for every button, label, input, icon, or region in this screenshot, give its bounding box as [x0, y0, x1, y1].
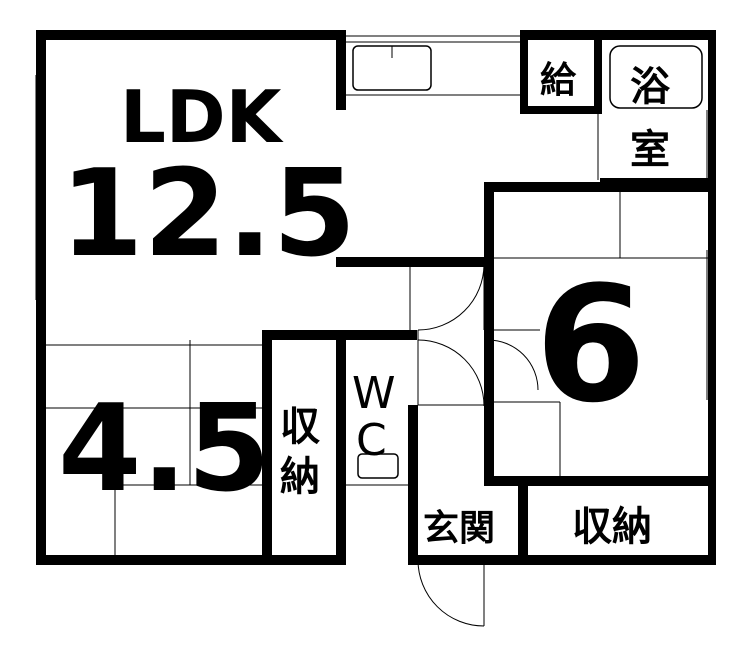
door-swings	[417, 264, 539, 627]
ldk-label: LDK	[120, 75, 284, 159]
storage-left-label-top: 収	[280, 404, 320, 450]
room-45-size: 4.5	[58, 380, 271, 519]
entrance-label: 玄関	[423, 508, 495, 549]
storage-right-label: 収納	[572, 504, 652, 550]
walls	[36, 30, 716, 565]
storage-left-label-bottom: 納	[280, 454, 320, 500]
wc-label-bottom: C	[356, 415, 387, 466]
room-6-size: 6	[535, 251, 646, 438]
room-labels: LDK 12.5 6 4.5 収 納 W C 給 浴 室 玄関 収納	[58, 60, 671, 550]
bathtub	[609, 45, 703, 109]
toilet	[357, 453, 399, 479]
ldk-size: 12.5	[60, 145, 356, 284]
fixtures	[352, 45, 703, 479]
water-heater-label: 給	[540, 60, 577, 101]
wc-label-top: W	[352, 368, 396, 419]
bath-label-top: 浴	[630, 64, 671, 110]
bath-label-bottom: 室	[630, 127, 670, 173]
